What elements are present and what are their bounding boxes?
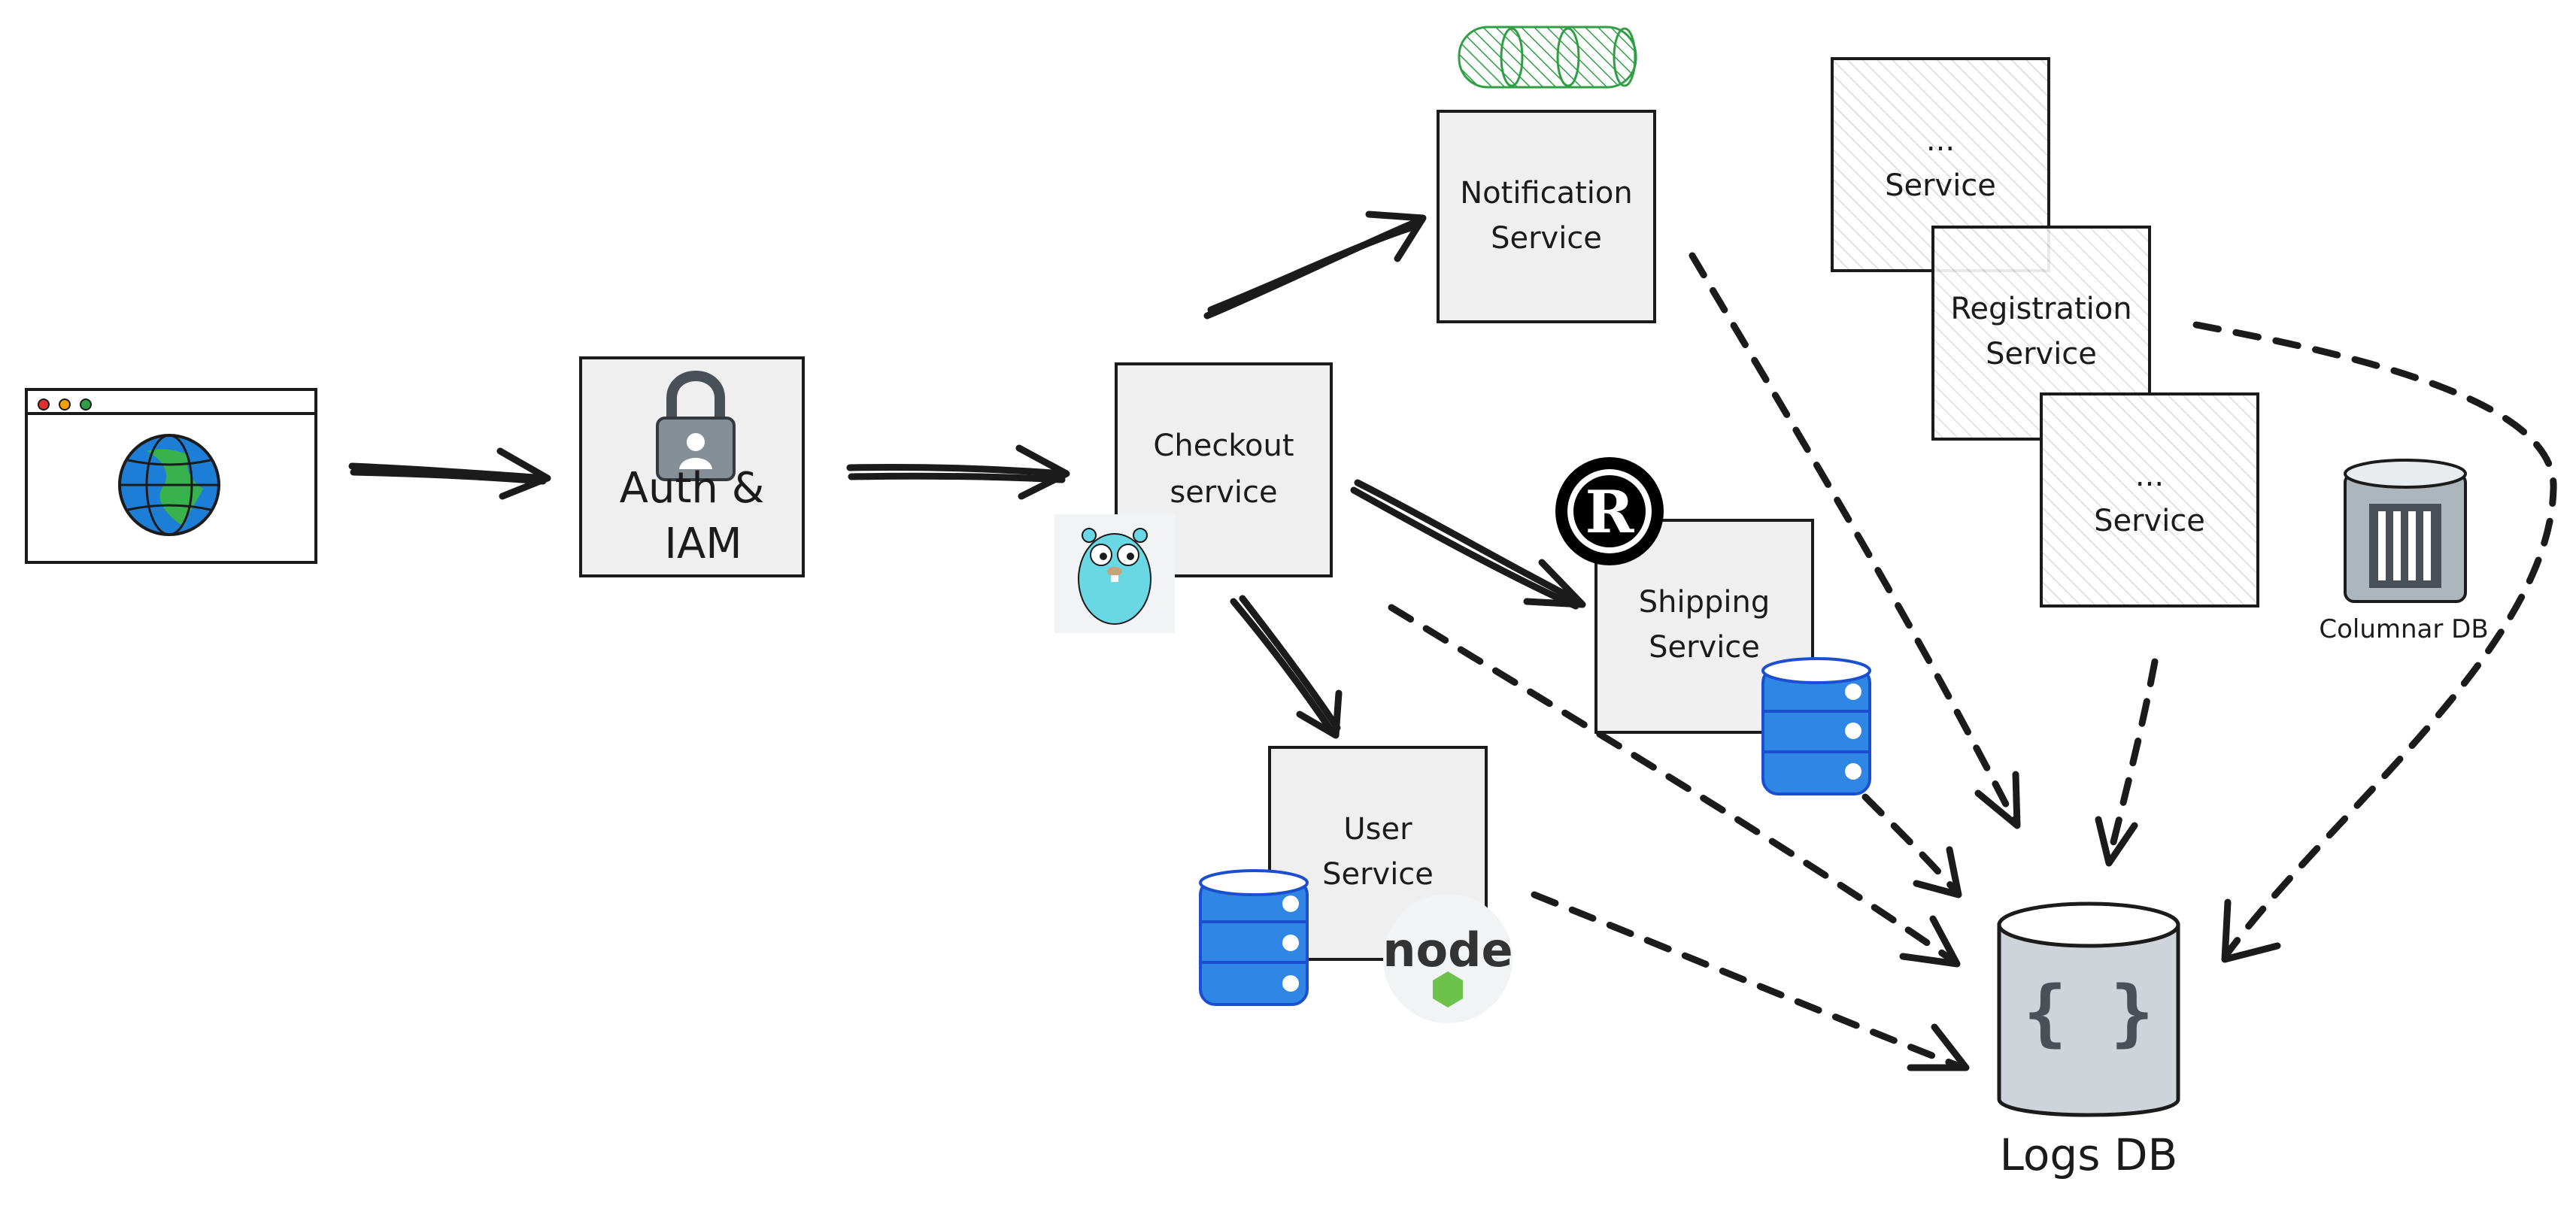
dashed-arrow-notification-to-logs xyxy=(1689,252,2021,829)
arrow-browser-to-auth xyxy=(348,447,551,500)
generic-bottom-label-line1: ... xyxy=(2135,459,2164,493)
generic-service-bottom-node[interactable]: ... Service xyxy=(2040,392,2259,608)
columnar-db-icon xyxy=(2344,459,2467,603)
logs-db-node[interactable]: { } Logs DB xyxy=(1997,901,2180,1180)
notification-service-node[interactable]: Notification Service xyxy=(1437,26,1656,323)
generic-top-label-line2: Service xyxy=(1885,168,1996,203)
shipping-service-node[interactable]: Shipping Service R xyxy=(1555,457,1871,795)
arrow-checkout-to-notification xyxy=(1203,211,1427,320)
shipping-label-line1: Shipping xyxy=(1639,585,1770,620)
database-icon xyxy=(1199,869,1309,1006)
columnar-db-label: Columnar DB xyxy=(2319,614,2488,644)
logs-db-label: Logs DB xyxy=(2000,1129,2178,1180)
auth-iam-node[interactable]: Auth & IAM xyxy=(579,356,805,577)
shipping-label-line2: Service xyxy=(1649,630,1760,665)
database-icon xyxy=(1761,657,1871,795)
arrow-auth-to-checkout xyxy=(846,444,1070,500)
generic-top-label-line1: ... xyxy=(1926,123,1955,158)
user-service-node[interactable]: User Service node xyxy=(1199,746,1513,1023)
checkout-label-line2: service xyxy=(1170,475,1277,510)
dashed-arrow-shipping-to-logs xyxy=(1861,793,1962,898)
svg-text:node: node xyxy=(1382,923,1513,977)
svg-text:R: R xyxy=(1585,478,1635,547)
user-label-line1: User xyxy=(1343,812,1412,847)
go-gopher-icon xyxy=(1054,514,1175,633)
notification-label-line2: Service xyxy=(1491,221,1602,256)
solid-arrows xyxy=(348,211,1586,739)
columnar-db-node[interactable]: Columnar DB xyxy=(2319,459,2489,644)
dashed-arrow-user-to-logs xyxy=(1531,891,1970,1071)
checkout-label-line1: Checkout xyxy=(1153,429,1294,463)
auth-label-line1: Auth & xyxy=(620,464,765,513)
checkout-service-node[interactable]: Checkout service xyxy=(1054,362,1333,633)
notification-label-line1: Notification xyxy=(1460,176,1633,211)
auth-label-line2: IAM xyxy=(664,520,742,568)
rust-logo-icon: R xyxy=(1555,457,1664,565)
json-braces-icon: { } xyxy=(2023,971,2153,1055)
registration-label-line2: Service xyxy=(1986,337,2097,371)
arrow-checkout-to-user xyxy=(1230,595,1343,739)
message-queue-icon xyxy=(1458,26,1637,89)
arrow-checkout-to-shipping xyxy=(1350,479,1586,610)
nodejs-logo-icon: node xyxy=(1382,894,1513,1023)
user-label-line2: Service xyxy=(1322,857,1434,892)
padlock-icon xyxy=(656,371,736,481)
generic-bottom-label-line2: Service xyxy=(2094,504,2205,538)
globe-icon xyxy=(118,434,220,536)
browser-node xyxy=(25,388,317,564)
dashed-arrows xyxy=(1388,252,2557,1071)
dashed-arrow-registration-to-logs xyxy=(2192,321,2557,963)
registration-label-line1: Registration xyxy=(1950,292,2131,326)
dashed-arrow-checkout-to-logs xyxy=(1388,604,1961,968)
dashed-arrow-service-to-logs xyxy=(2095,658,2159,867)
